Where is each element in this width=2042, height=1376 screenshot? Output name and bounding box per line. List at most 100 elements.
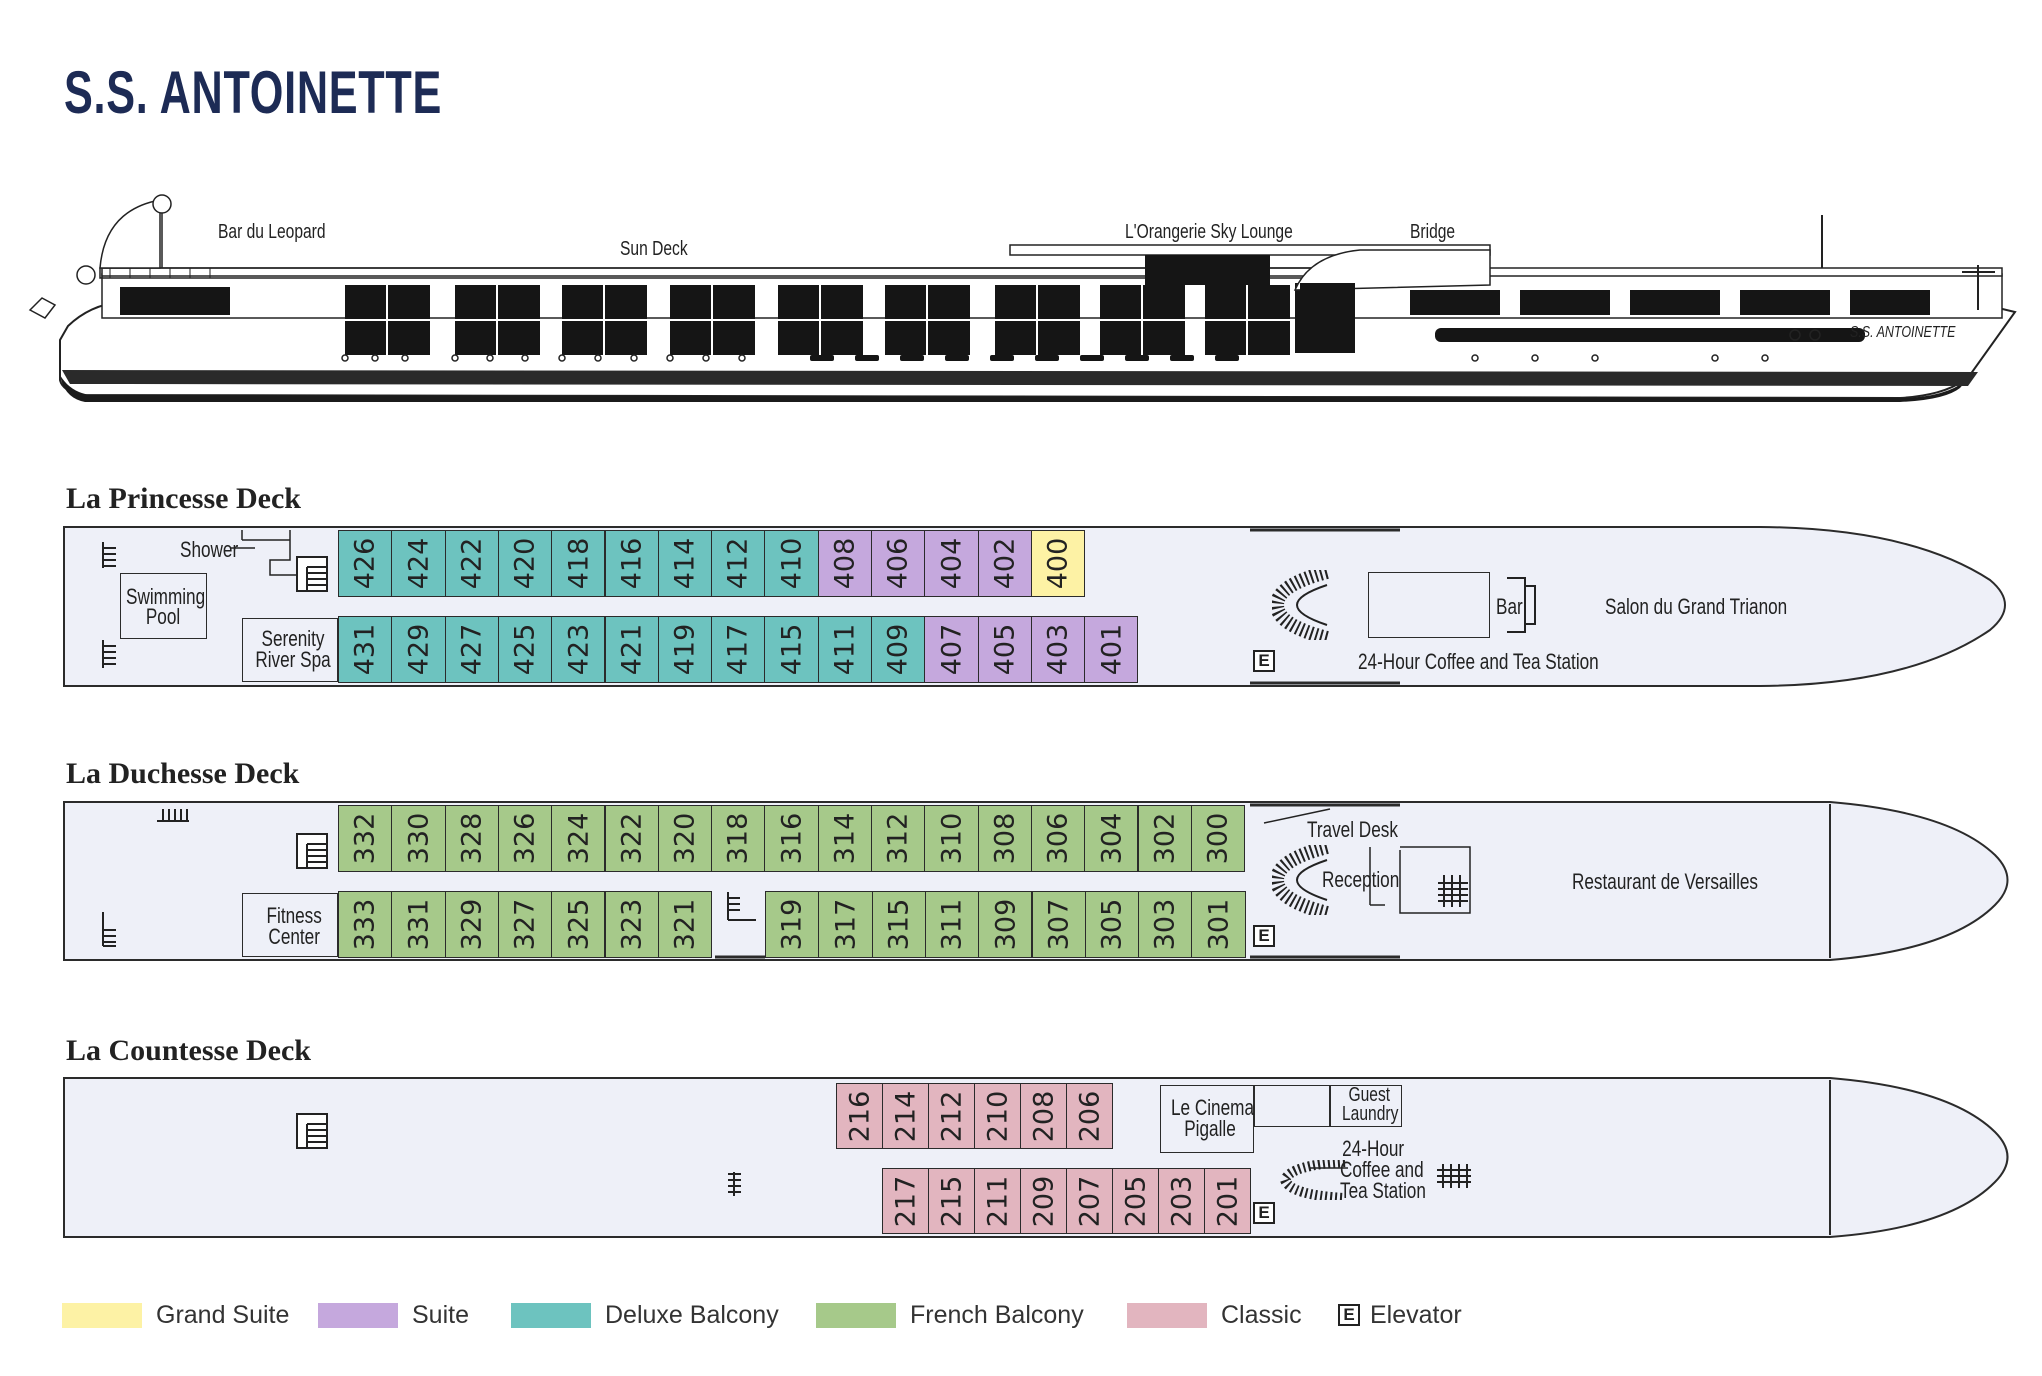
cabin[interactable]: 425 xyxy=(497,616,553,683)
cabin[interactable]: 320 xyxy=(657,805,713,872)
cabin[interactable]: 407 xyxy=(924,616,979,683)
cabin[interactable]: 300 xyxy=(1190,805,1246,872)
legend-label: Suite xyxy=(412,1300,469,1329)
cabin[interactable]: 414 xyxy=(657,530,713,597)
cabin-number: 429 xyxy=(402,623,434,676)
countesse-hull xyxy=(63,1077,2009,1238)
cabin[interactable]: 217 xyxy=(882,1168,929,1234)
cabin[interactable]: 411 xyxy=(817,616,872,683)
cabin-number: 215 xyxy=(936,1175,968,1227)
cabin[interactable]: 201 xyxy=(1204,1168,1251,1234)
cabin[interactable]: 431 xyxy=(338,616,393,683)
cabin[interactable]: 317 xyxy=(818,891,873,958)
cabin-number: 214 xyxy=(890,1090,922,1142)
cabin[interactable]: 415 xyxy=(764,616,819,683)
cabin-number: 422 xyxy=(456,537,488,590)
cabin[interactable]: 422 xyxy=(444,530,499,597)
cabin[interactable]: 426 xyxy=(338,530,393,597)
cabin[interactable]: 406 xyxy=(871,530,926,597)
cabin[interactable]: 401 xyxy=(1084,616,1139,683)
cabin[interactable]: 404 xyxy=(924,530,979,597)
cabin-number: 424 xyxy=(402,537,434,590)
cabin[interactable]: 324 xyxy=(551,805,606,872)
cabin[interactable]: 314 xyxy=(817,805,872,872)
cabin-number: 303 xyxy=(1149,898,1181,951)
bridge-label: Bridge xyxy=(1410,221,1456,243)
cabin[interactable]: 311 xyxy=(924,891,980,958)
cabin[interactable]: 310 xyxy=(924,805,979,872)
cabin-number: 321 xyxy=(669,898,701,951)
cabin[interactable]: 302 xyxy=(1137,805,1192,872)
cabin[interactable]: 307 xyxy=(1031,891,1086,958)
cabin[interactable]: 328 xyxy=(444,805,499,872)
cabin[interactable]: 312 xyxy=(871,805,926,872)
cabin[interactable]: 305 xyxy=(1084,891,1140,958)
cabin[interactable]: 209 xyxy=(1020,1168,1067,1234)
cabin[interactable]: 410 xyxy=(764,530,819,597)
cabin[interactable]: 329 xyxy=(444,891,499,958)
cabin[interactable]: 429 xyxy=(391,616,446,683)
cabin[interactable]: 409 xyxy=(871,616,926,683)
cabin[interactable]: 315 xyxy=(871,891,926,958)
cabin[interactable]: 318 xyxy=(711,805,766,872)
cabin[interactable]: 405 xyxy=(977,616,1032,683)
cabin[interactable]: 211 xyxy=(974,1168,1021,1234)
cabin[interactable]: 424 xyxy=(391,530,446,597)
cabin[interactable]: 214 xyxy=(882,1083,929,1149)
cabin[interactable]: 212 xyxy=(928,1083,975,1149)
legend-french-balcony: French Balcony xyxy=(816,1300,1084,1330)
cabin[interactable]: 316 xyxy=(764,805,819,872)
restaurant-label: Restaurant de Versailles xyxy=(1572,869,1759,894)
cabin[interactable]: 308 xyxy=(977,805,1032,872)
cabin[interactable]: 322 xyxy=(604,805,659,872)
cabin[interactable]: 330 xyxy=(391,805,446,872)
cabin[interactable]: 216 xyxy=(836,1083,883,1149)
cabin[interactable]: 331 xyxy=(391,891,446,958)
cabin[interactable]: 207 xyxy=(1066,1168,1113,1234)
cabin-number: 306 xyxy=(1042,812,1074,865)
cabin[interactable]: 326 xyxy=(497,805,553,872)
cabin[interactable]: 325 xyxy=(551,891,606,958)
cabin[interactable]: 319 xyxy=(765,891,820,958)
cabin[interactable]: 416 xyxy=(604,530,659,597)
cabin[interactable]: 206 xyxy=(1066,1083,1113,1149)
cabin[interactable]: 423 xyxy=(551,616,606,683)
cabin[interactable]: 333 xyxy=(338,891,393,958)
cabin-number: 409 xyxy=(882,623,914,676)
cabin[interactable]: 309 xyxy=(978,891,1033,958)
cabin[interactable]: 402 xyxy=(977,530,1032,597)
cabin[interactable]: 420 xyxy=(497,530,553,597)
cabin-number: 311 xyxy=(936,898,968,951)
cabin[interactable]: 303 xyxy=(1138,891,1193,958)
cabin[interactable]: 304 xyxy=(1084,805,1139,872)
cabin[interactable]: 323 xyxy=(604,891,659,958)
cabin[interactable]: 208 xyxy=(1020,1083,1067,1149)
cabin[interactable]: 419 xyxy=(657,616,713,683)
stairs-icon xyxy=(102,912,116,947)
cabin-number: 406 xyxy=(882,537,914,590)
fitness-label-2: Center xyxy=(268,924,320,949)
cabin[interactable]: 321 xyxy=(657,891,713,958)
cabin[interactable]: 421 xyxy=(604,616,659,683)
cabin[interactable]: 210 xyxy=(974,1083,1021,1149)
stairs-icon xyxy=(727,892,756,921)
cabin-number: 414 xyxy=(669,537,701,590)
cabin[interactable]: 418 xyxy=(551,530,606,597)
elevator-icon: E xyxy=(1338,1304,1360,1326)
cabin[interactable]: 403 xyxy=(1030,616,1086,683)
cabin[interactable]: 203 xyxy=(1158,1168,1205,1234)
cabin[interactable]: 417 xyxy=(711,616,766,683)
cabin[interactable]: 215 xyxy=(928,1168,975,1234)
cabin-number: 203 xyxy=(1166,1175,1198,1227)
legend-swatch xyxy=(62,1302,142,1328)
cabin[interactable]: 205 xyxy=(1112,1168,1159,1234)
cabin[interactable]: 306 xyxy=(1030,805,1086,872)
cabin[interactable]: 427 xyxy=(444,616,499,683)
coffee-station-label: 24-Hour Coffee and Tea Station xyxy=(1358,649,1599,674)
cabin[interactable]: 332 xyxy=(338,805,393,872)
cabin[interactable]: 412 xyxy=(711,530,766,597)
cabin[interactable]: 327 xyxy=(497,891,553,958)
cabin[interactable]: 408 xyxy=(817,530,872,597)
cabin[interactable]: 301 xyxy=(1191,891,1246,958)
cabin[interactable]: 400 xyxy=(1030,530,1086,597)
